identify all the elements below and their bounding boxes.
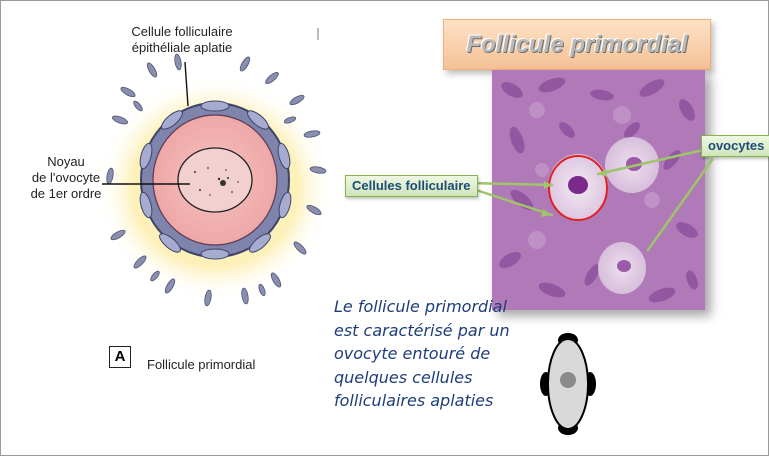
chromatin [194, 167, 239, 196]
follicle-schematic: Cellule folliculaire épithéliale aplatie… [0, 0, 340, 456]
stroma-nuclei [499, 77, 698, 303]
label-oocyte-nucleus-line2: de l'ovocyte [31, 170, 101, 185]
label-oocyte-nucleus-line3: de 1er ordre [30, 186, 102, 201]
oocyte-1-nucleus [568, 176, 588, 194]
follicle-icon [540, 333, 596, 435]
figure-caption: Follicule primordial [147, 357, 256, 372]
stromal-cells [106, 53, 327, 307]
annotation-circle [548, 155, 608, 221]
micrograph-image [492, 70, 705, 310]
description-line-1: Le follicule primordial [334, 297, 507, 316]
follicle-schematic-svg [97, 28, 333, 307]
description-line-2: est caractérisé par un [334, 320, 510, 340]
label-oocyte-nucleus-line1: Noyau [47, 154, 85, 169]
label-follicular-cell: Cellule folliculaire épithéliale aplatie [112, 24, 252, 56]
label-oocyte-nucleus: Noyau de l'ovocyte de 1er ordre [20, 154, 112, 202]
description-text: Le follicule primordial est caractérisé … [334, 295, 524, 413]
description-line-5: folliculaires aplaties [334, 391, 494, 410]
title-banner: Follicule primordial [443, 19, 711, 70]
label-follicular-cell-line2: épithéliale aplatie [131, 40, 233, 55]
description-line-3: ovocyte entouré de [334, 344, 491, 363]
micrograph-svg [492, 70, 705, 310]
oocyte-3-nucleus [617, 260, 631, 272]
callout-oocytes: ovocytes [701, 135, 769, 157]
callout-follicular-cells: Cellules folliculaire [345, 175, 478, 197]
leader-line-follicular-cell [184, 61, 189, 107]
callout-arrows [468, 148, 714, 252]
oocyte-nucleus [177, 147, 253, 213]
arrowheads [541, 169, 607, 217]
label-follicular-cell-line1: Cellule folliculaire [131, 24, 233, 39]
slide-title: Follicule primordial [466, 30, 688, 58]
follicular-cells [139, 100, 292, 260]
description-line-4: quelques cellules [334, 367, 473, 387]
figure-letter: A [109, 346, 131, 368]
